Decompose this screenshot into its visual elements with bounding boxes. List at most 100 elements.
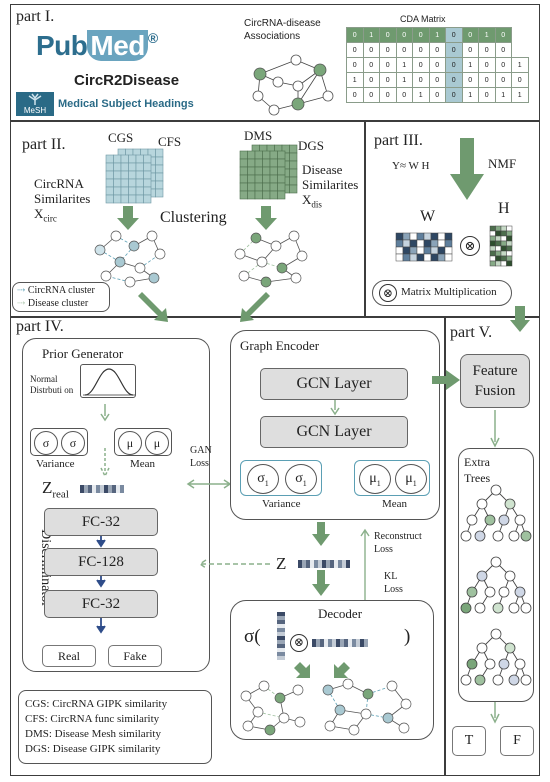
matrix-cell xyxy=(262,174,271,184)
h-cell xyxy=(500,260,507,267)
part3-to-part5-arrow xyxy=(510,306,530,332)
pubmed-reg: ® xyxy=(147,30,158,46)
tree-node xyxy=(498,586,510,598)
cda-cell: 1 xyxy=(395,72,413,88)
matrix-cell xyxy=(269,166,278,176)
matrix-cell xyxy=(269,158,278,168)
h-label: H xyxy=(498,200,510,217)
matrix-cell xyxy=(277,158,286,168)
graph-node xyxy=(128,240,140,252)
tree-icon xyxy=(28,93,42,105)
prior-arrow-2 xyxy=(100,448,110,478)
graph-node xyxy=(386,680,398,692)
vector-cell xyxy=(104,485,108,493)
abbreviation-item: CGS: CircRNA GIPK similarity xyxy=(25,698,168,710)
matrix-cell xyxy=(269,182,278,192)
matrix-cell xyxy=(120,178,129,188)
cda-cell: 0 xyxy=(412,72,430,88)
matrix-cell xyxy=(105,186,114,196)
tree-node xyxy=(466,586,478,598)
feature-fusion-box: Feature Fusion xyxy=(460,354,530,408)
extra-trees-label: Extra Trees xyxy=(464,454,490,486)
vector-cell xyxy=(312,639,316,647)
part1-title: part I. xyxy=(16,8,55,25)
tree-node xyxy=(476,642,488,654)
w-cell xyxy=(402,253,411,262)
decoder-title: Decoder xyxy=(318,606,363,621)
w-cell xyxy=(444,239,453,248)
tree-node xyxy=(504,642,516,654)
cda-cell: 1 xyxy=(395,57,413,73)
enc-sigma-2: σ1 xyxy=(285,464,317,494)
cda-cell: 0 xyxy=(346,87,364,103)
h-cell xyxy=(500,250,507,257)
w-cell xyxy=(409,239,418,248)
tree-node xyxy=(492,674,504,686)
enc-mu-1-sym: μ xyxy=(369,471,377,486)
w-cell xyxy=(423,232,432,241)
vector-cell xyxy=(332,639,336,647)
dis-down-arrow-icon xyxy=(255,206,277,230)
graph-node xyxy=(258,680,270,692)
tree-node xyxy=(514,514,526,526)
graph-node xyxy=(382,712,394,724)
vector-cell xyxy=(302,560,306,568)
cda-cell: 0 xyxy=(412,57,430,73)
real-output: Real xyxy=(42,645,96,667)
matrix-cell xyxy=(277,182,286,192)
vector-cell xyxy=(277,644,285,648)
cda-cell: 1 xyxy=(478,27,496,43)
z-real-label: Zreal xyxy=(42,478,69,500)
cda-cell: 0 xyxy=(395,42,413,58)
enc-mu-1-sub: 1 xyxy=(376,478,381,488)
tree-node xyxy=(520,602,532,614)
matrix-cell xyxy=(247,190,256,200)
tree-node xyxy=(460,530,472,542)
fc-arrow-1 xyxy=(96,536,106,548)
decoder-horizontal-vector xyxy=(312,639,368,647)
gan-loss-arrow xyxy=(186,479,232,489)
cda-cell: 0 xyxy=(379,57,397,73)
tree-node xyxy=(474,530,486,542)
vector-cell xyxy=(277,616,285,620)
legend-circ-arrow-icon: ⇢ xyxy=(17,285,26,296)
matrix-cell xyxy=(262,190,271,200)
w-cell xyxy=(416,246,425,255)
matmul-legend: ⊗ Matrix Multiplication xyxy=(372,280,512,306)
tree-node xyxy=(514,586,526,598)
w-cell xyxy=(437,253,446,262)
vector-cell xyxy=(342,560,346,568)
gcn-layer-2: GCN Layer xyxy=(260,416,408,448)
kl-loss-label: KL Loss xyxy=(384,570,403,596)
variance-label: Variance xyxy=(36,458,75,470)
matrix-cell xyxy=(239,158,248,168)
matrix-cell xyxy=(155,164,164,174)
tree-node xyxy=(474,674,486,686)
enc-mu-2: μ1 xyxy=(395,464,427,494)
vector-cell xyxy=(277,620,285,624)
normal-distribution-plot xyxy=(80,364,136,398)
tree-node xyxy=(498,658,510,670)
matrix-cell xyxy=(277,166,286,176)
matrix-cell xyxy=(247,158,256,168)
graph-node xyxy=(276,262,288,274)
vector-cell xyxy=(346,560,350,568)
cda-cell: 0 xyxy=(494,27,512,43)
matrix-cell xyxy=(120,186,129,196)
cda-cell: 0 xyxy=(461,42,479,58)
tree-node xyxy=(490,628,502,640)
matrix-cell xyxy=(120,170,129,180)
matrix-cell xyxy=(239,166,248,176)
w-cell xyxy=(437,246,446,255)
part1-section xyxy=(10,4,540,122)
h-cell xyxy=(506,260,513,267)
variance-sigma-1: σ xyxy=(34,431,58,455)
dis-sim-x: X xyxy=(302,192,312,207)
graph-node xyxy=(114,256,126,268)
w-cell xyxy=(444,246,453,255)
mean-mu-2: μ xyxy=(145,431,169,455)
